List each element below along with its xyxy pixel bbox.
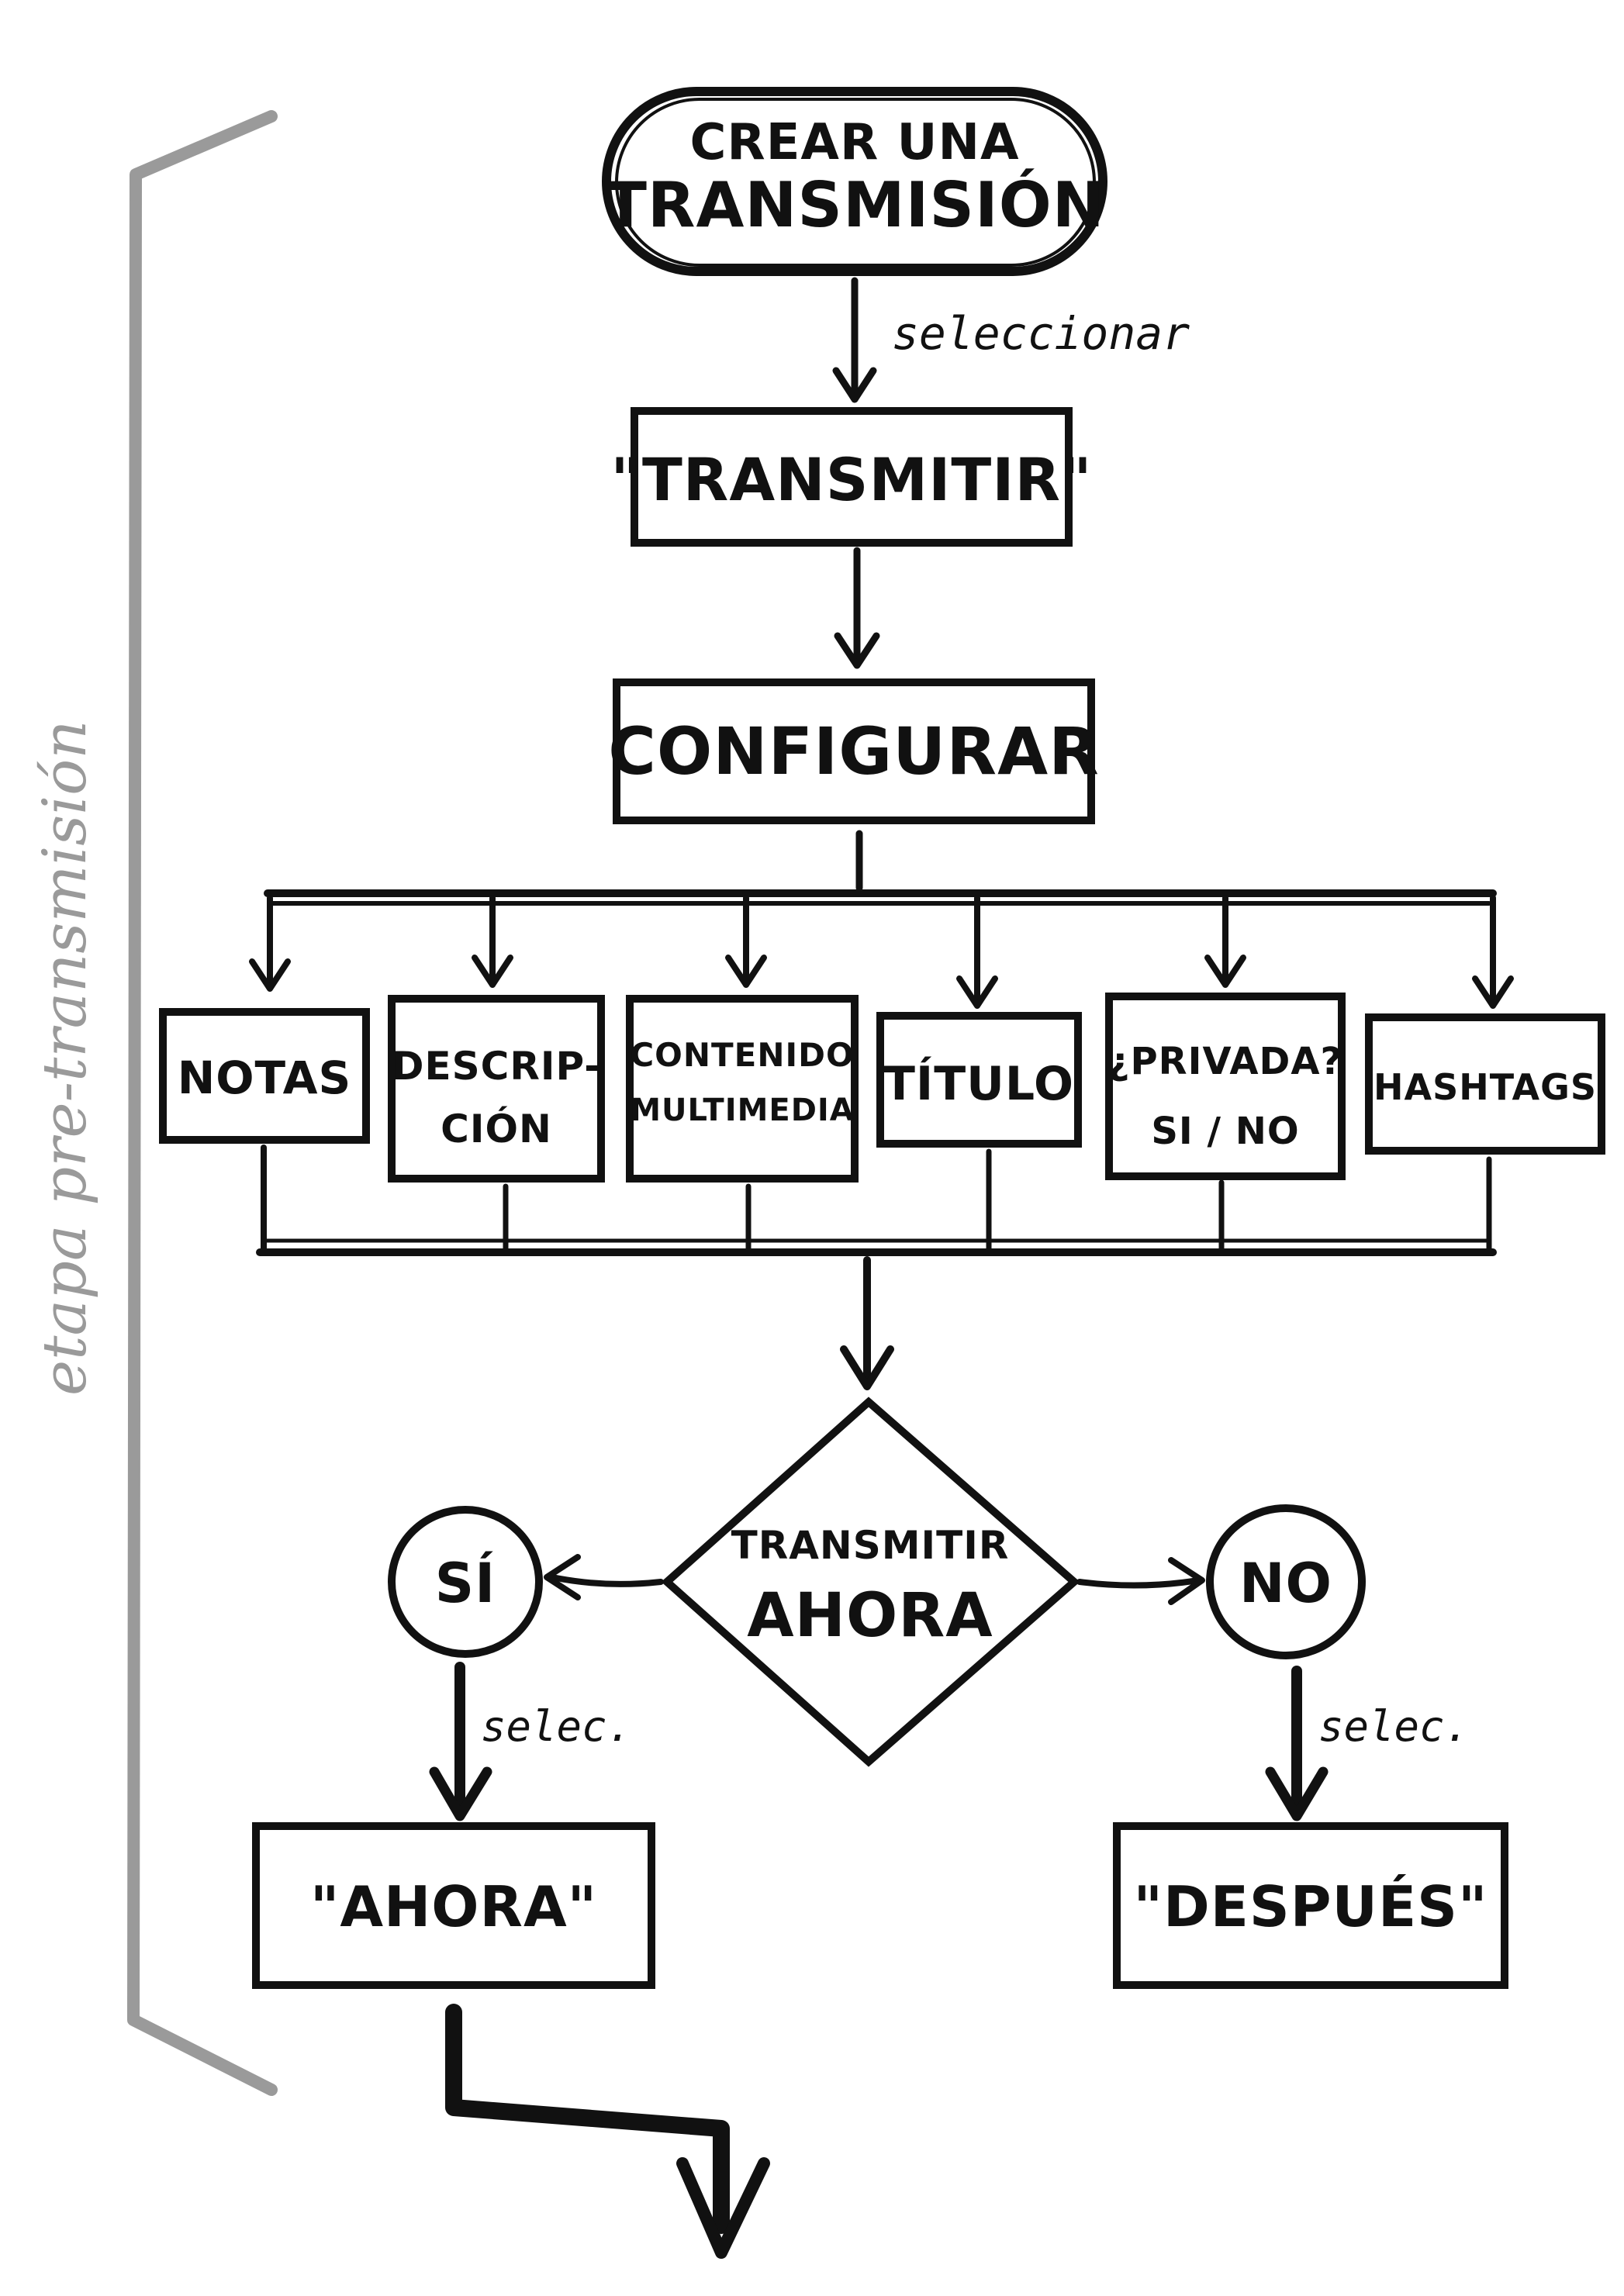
option-descripcion-line2: CIÓN — [441, 1106, 552, 1151]
side-stage-label: etapa pre-transmisión — [30, 720, 100, 1396]
option-descripcion-line1: DESCRIP- — [392, 1044, 601, 1089]
despues-node-label: "DESPUÉS" — [1133, 1874, 1488, 1939]
option-privada-line1: ¿PRIVADA? — [1108, 1040, 1343, 1083]
ahora-node-label: "AHORA" — [310, 1874, 597, 1939]
option-privada: ¿PRIVADA? SI / NO — [1105, 993, 1346, 1180]
option-contenido-line1: CONTENIDO — [630, 1036, 854, 1074]
configurar-node: CONFIGURAR — [608, 678, 1100, 824]
continue-arrow — [445, 2004, 770, 2259]
start-node-line1: CREAR UNA — [689, 114, 1019, 171]
decision-node-line2: AHORA — [747, 1581, 993, 1651]
option-hashtags: HASHTAGS — [1365, 1013, 1605, 1155]
fan-out-connector — [249, 830, 1514, 1009]
configurar-node-label: CONFIGURAR — [608, 713, 1100, 789]
option-titulo: TÍTULO — [876, 1012, 1082, 1148]
edge-label-selec-no: selec. — [1318, 1702, 1470, 1751]
arrow-transmitir-to-configurar — [834, 547, 880, 669]
start-node: CREAR UNA TRANSMISIÓN — [602, 87, 1107, 276]
pre-stage-bracket — [127, 110, 278, 2096]
edge-label-selec-yes: selec. — [481, 1702, 632, 1751]
yes-node: SÍ — [388, 1506, 543, 1658]
transmitir-node: "TRANSMITIR" — [610, 407, 1092, 547]
transmitir-node-label: "TRANSMITIR" — [610, 445, 1092, 514]
edge-label-seleccionar: seleccionar — [892, 307, 1190, 360]
fan-in-connector — [256, 1145, 1497, 1390]
no-node-label: NO — [1239, 1552, 1332, 1615]
arrow-decision-to-no — [1076, 1557, 1205, 1605]
option-descripcion: DESCRIP- CIÓN — [388, 995, 605, 1183]
decision-node: TRANSMITIR AHORA — [661, 1397, 1080, 1767]
arrow-start-to-transmitir — [832, 277, 877, 403]
option-privada-line2: SI / NO — [1151, 1110, 1299, 1153]
decision-node-line1: TRANSMITIR — [731, 1523, 1010, 1568]
arrow-no-to-despues — [1265, 1666, 1329, 1821]
ahora-node: "AHORA" — [252, 1822, 655, 1989]
arrow-decision-to-yes — [544, 1554, 664, 1600]
despues-node: "DESPUÉS" — [1113, 1822, 1508, 1989]
option-notas: NOTAS — [159, 1008, 370, 1144]
no-node: NO — [1206, 1504, 1366, 1659]
option-hashtags-label: HASHTAGS — [1373, 1066, 1597, 1108]
option-contenido-line2: MULTIMEDIA — [630, 1093, 855, 1128]
option-notas-label: NOTAS — [178, 1051, 352, 1104]
option-titulo-label: TÍTULO — [883, 1055, 1074, 1111]
start-node-line2: TRANSMISIÓN — [604, 168, 1104, 241]
arrow-yes-to-ahora — [429, 1662, 492, 1821]
yes-node-label: SÍ — [435, 1552, 496, 1615]
option-contenido: CONTENIDO MULTIMEDIA — [626, 995, 859, 1183]
